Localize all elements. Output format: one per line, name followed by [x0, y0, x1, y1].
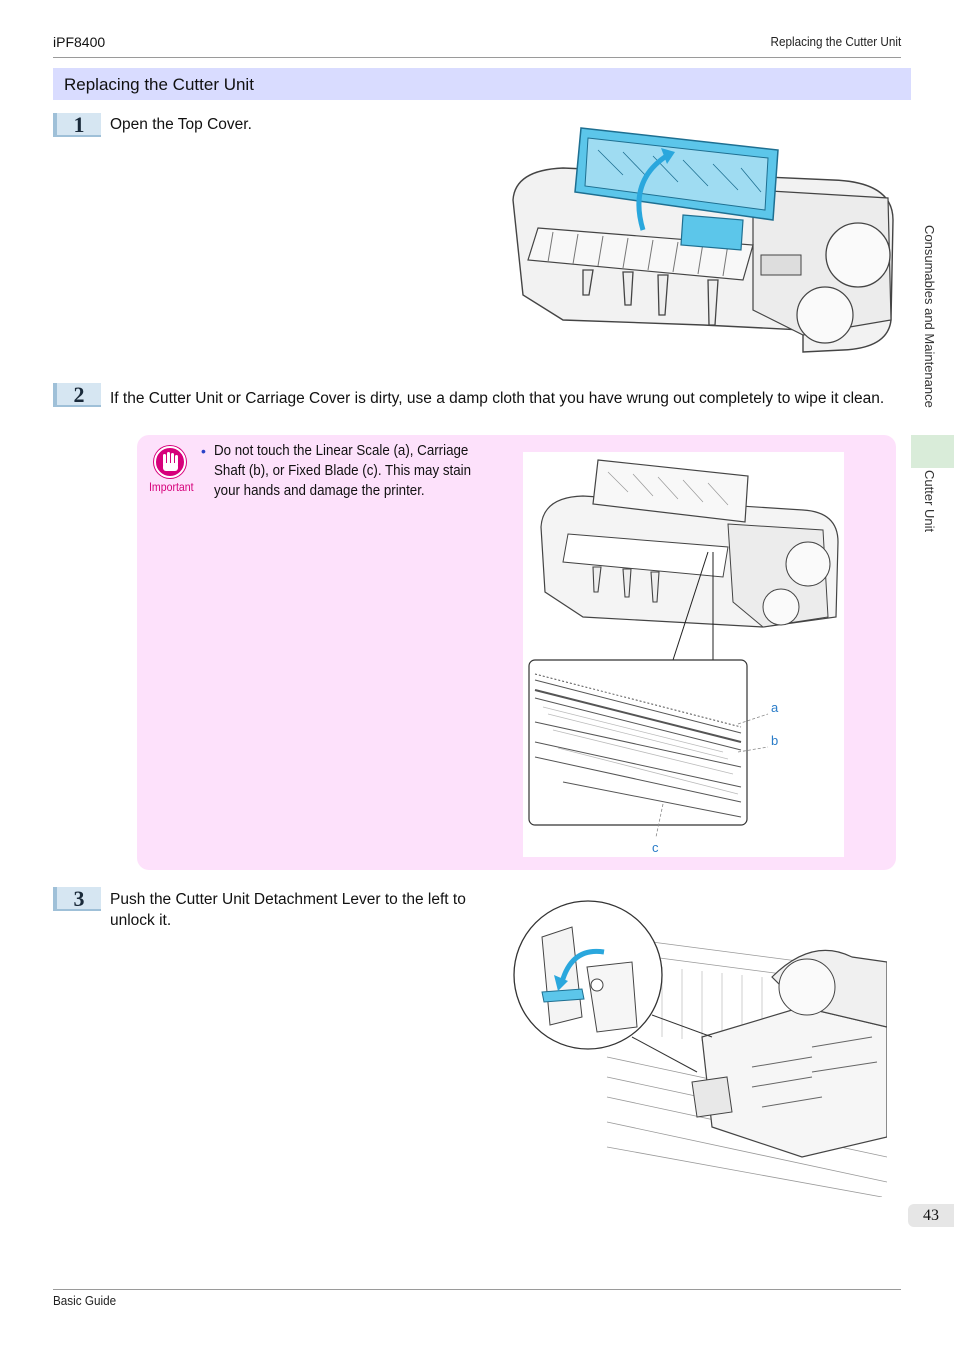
- side-tab-chapter-label: Consumables and Maintenance: [922, 225, 937, 408]
- header-divider: [53, 57, 901, 58]
- step-1-text: Open the Top Cover.: [110, 116, 252, 133]
- header-model: iPF8400: [53, 34, 106, 50]
- side-tab-chapter[interactable]: Consumables and Maintenance: [922, 225, 946, 425]
- step-2-number: 2: [53, 383, 101, 407]
- section-title-bar: [53, 68, 911, 100]
- side-tab-topic[interactable]: Cutter Unit: [922, 470, 946, 550]
- important-hand-icon: [153, 445, 187, 479]
- footer-divider: [53, 1289, 901, 1290]
- step-3-number: 3: [53, 887, 101, 911]
- side-tab-topic-label: Cutter Unit: [922, 470, 937, 533]
- callout-a: a: [771, 700, 779, 715]
- section-title: Replacing the Cutter Unit: [64, 75, 254, 94]
- header-section: Replacing the Cutter Unit: [770, 34, 901, 49]
- important-label: Important: [149, 480, 194, 494]
- step-3-text: Push the Cutter Unit Detachment Lever to…: [110, 891, 466, 929]
- step-2-text: If the Cutter Unit or Carriage Cover is …: [110, 390, 885, 407]
- callout-c: c: [652, 840, 659, 855]
- footer-guide-title: Basic Guide: [53, 1293, 117, 1308]
- linear-scale-shaft-blade-illustration: [523, 452, 844, 857]
- page-number: 43: [908, 1204, 954, 1227]
- bullet-icon: •: [201, 443, 206, 459]
- side-tab-highlight: [911, 435, 954, 468]
- callout-b: b: [771, 733, 779, 748]
- printer-top-cover-open-illustration: [503, 120, 898, 355]
- step-1-number: 1: [53, 113, 101, 137]
- cutter-unit-lever-illustration: [512, 897, 887, 1197]
- important-text: Do not touch the Linear Scale (a), Carri…: [214, 443, 472, 499]
